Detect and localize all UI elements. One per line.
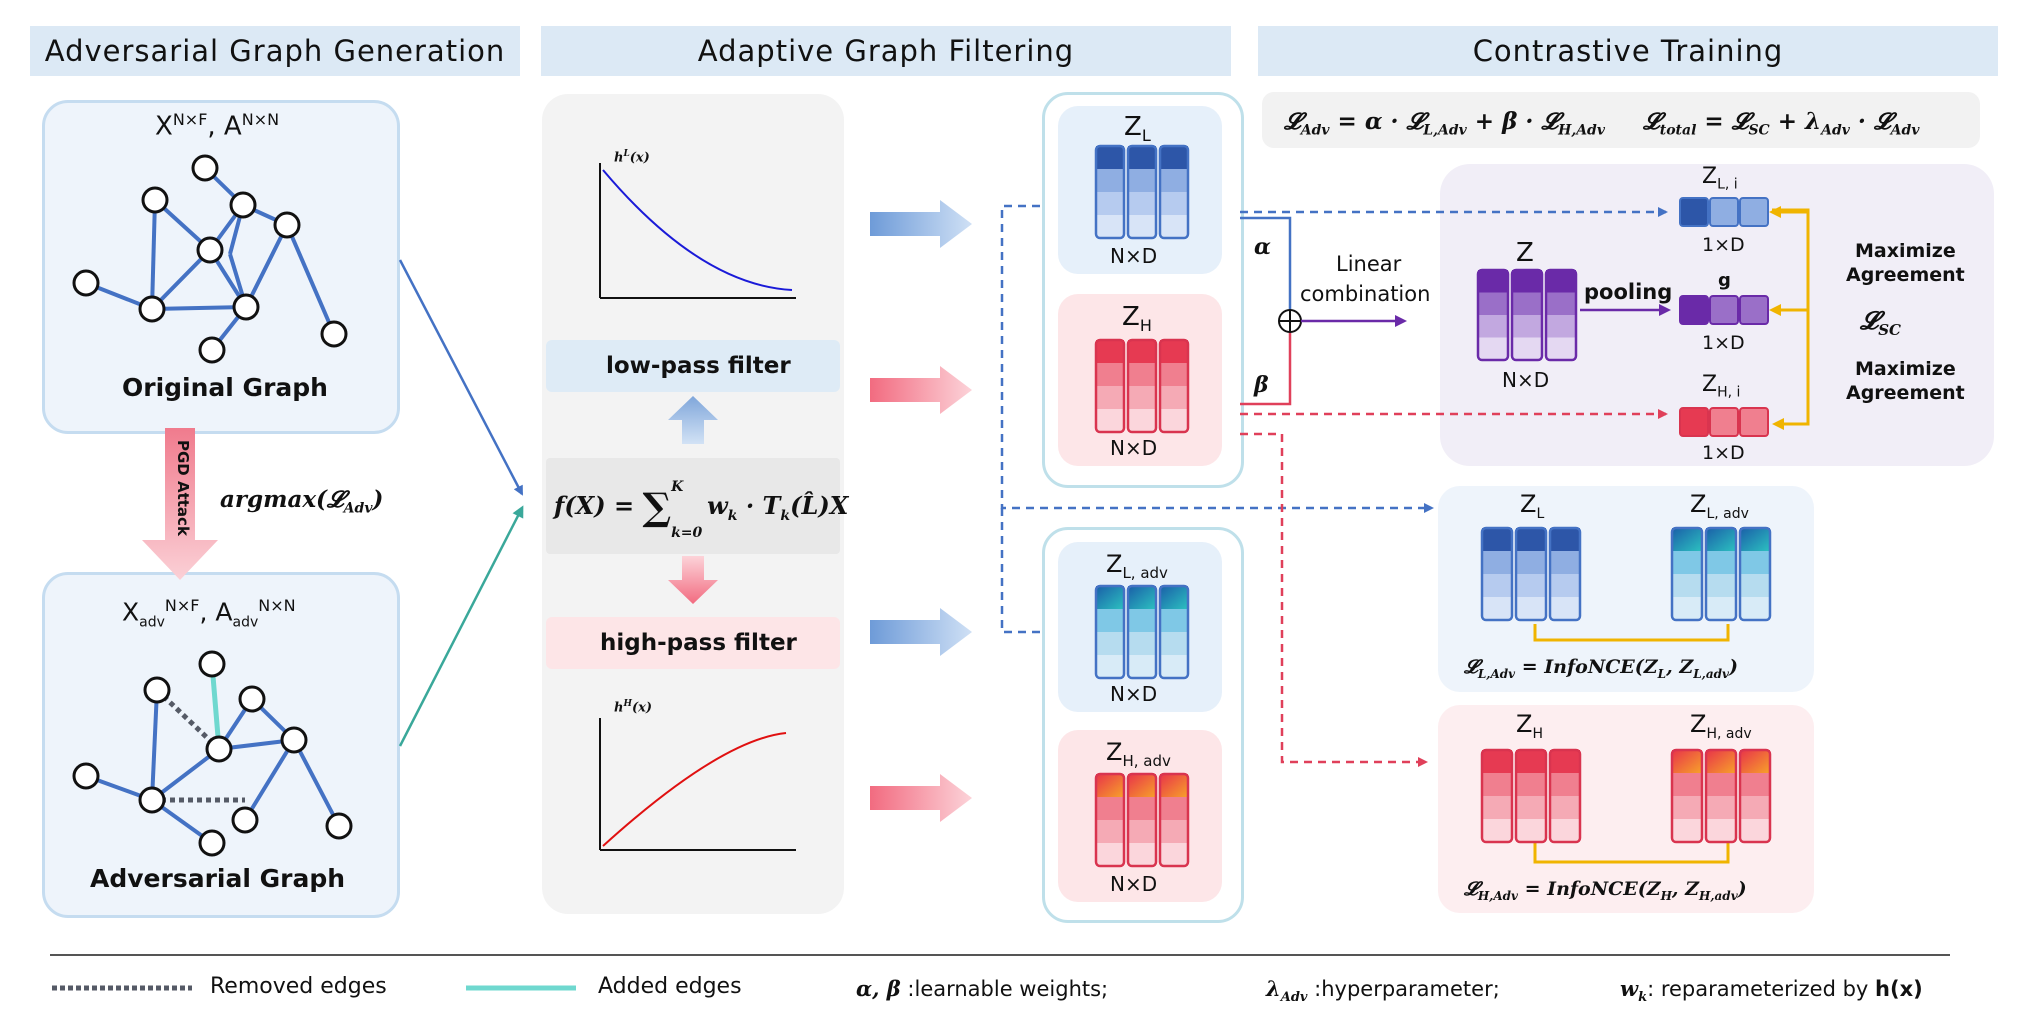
infonce-l-formula: 𝓛L,Adv = InfoNCE(ZL, ZL,adv): [1464, 656, 1738, 681]
agreement-arrows: [1769, 206, 1810, 430]
zh-dim: N×D: [1110, 436, 1158, 460]
adversarial-inputs: XadvN×F, AadvN×N: [122, 596, 296, 631]
adversarial-graph-nodes: [72, 650, 353, 857]
box-zhadv-matrix: [1670, 748, 1772, 844]
original-graph-label: Original Graph: [122, 373, 328, 402]
zh-label: ZH: [1122, 302, 1152, 336]
down-arrow: [668, 556, 718, 604]
zli-dim: 1×D: [1702, 234, 1745, 256]
original-graph-nodes: [72, 154, 348, 364]
adversarial-graph-label: Adversarial Graph: [90, 864, 346, 893]
beta-label: β: [1254, 372, 1269, 398]
legend-added-label: Added edges: [598, 974, 742, 999]
zhadv-dim: N×D: [1110, 872, 1158, 896]
pooling-label: pooling: [1584, 280, 1673, 304]
zhi-label: ZH, i: [1702, 372, 1741, 401]
g-label: g: [1718, 270, 1731, 291]
legend-removed-label: Removed edges: [210, 974, 387, 999]
legend-wk: wk: reparameterized by h(x): [1620, 976, 1923, 1006]
infonce-h-formula: 𝓛H,Adv = InfoNCE(ZH, ZH,adv): [1464, 878, 1747, 903]
added-edge: [209, 663, 222, 750]
arrow-to-zladv: [870, 608, 972, 656]
arrow-to-zl: [870, 200, 972, 248]
loss-formula: 𝓛Adv = α · 𝓛L,Adv + β · 𝓛H,Adv 𝓛total = …: [1284, 108, 1920, 139]
box-zh-matrix: [1480, 748, 1582, 844]
loss-sc-label: 𝓛SC: [1860, 306, 1901, 339]
zhi-vector: [1679, 407, 1769, 437]
linear-label-1: Linear: [1336, 252, 1402, 276]
blue-dashed-connectors: [1000, 204, 1668, 634]
high-pass-box: [546, 617, 840, 669]
linear-label-2: combination: [1300, 282, 1431, 306]
up-arrow: [668, 396, 718, 444]
box-zladv-label: ZL, adv: [1690, 490, 1749, 522]
alpha-label: α: [1254, 234, 1271, 260]
zladv-dim: N×D: [1110, 682, 1158, 706]
low-infonce-link: [1533, 624, 1730, 642]
zhadv-label: ZH, adv: [1106, 738, 1171, 770]
header-adaptive-graph-filtering: Adaptive Graph Filtering: [541, 26, 1231, 76]
red-dashed-connectors: [1240, 409, 1668, 767]
box-zladv-matrix: [1670, 526, 1772, 622]
zh-matrix: [1094, 338, 1190, 434]
arrow-to-zh: [870, 366, 972, 414]
high-pass-plot: [599, 718, 796, 851]
box-zl-label: ZL: [1520, 490, 1545, 522]
original-inputs: XN×F, AN×N: [155, 110, 280, 142]
z-label: Z: [1516, 238, 1534, 268]
argmax-label: argmax(𝓛Adv): [220, 486, 384, 517]
hh-axis-label: hH(x): [614, 699, 653, 716]
box-zl-matrix: [1480, 526, 1582, 622]
original-to-filter-arrow: [398, 259, 524, 496]
pgd-attack-label: PGD Attack: [174, 440, 192, 536]
high-pass-label: high-pass filter: [600, 630, 797, 656]
box-zhadv-label: ZH, adv: [1690, 710, 1752, 742]
z-matrix: [1476, 268, 1578, 362]
loss-formula-panel: [1262, 92, 1980, 148]
hl-axis-label: hL(x): [614, 149, 650, 166]
pgd-attack-arrow: [142, 428, 218, 580]
g-dim: 1×D: [1702, 332, 1745, 354]
zhadv-matrix: [1094, 772, 1190, 868]
arrow-to-zhadv: [870, 774, 972, 822]
legend-lambda: λAdv :hyperparameter;: [1266, 976, 1500, 1006]
adv-to-filter-arrow: [398, 505, 524, 747]
low-pass-plot: [599, 163, 796, 299]
box-zh-label: ZH: [1516, 710, 1543, 742]
zli-label: ZL, i: [1702, 164, 1738, 193]
formula-box: [546, 458, 840, 554]
zli-vector: [1679, 197, 1769, 227]
header-adversarial-graph-generation: Adversarial Graph Generation: [30, 26, 520, 76]
beta-line: [1240, 332, 1292, 406]
low-pass-label: low-pass filter: [606, 353, 791, 379]
zl-label: ZL: [1124, 112, 1151, 146]
zl-dim: N×D: [1110, 244, 1158, 268]
adversarial-graph: [85, 689, 341, 845]
embedding-blocks: [1094, 144, 1772, 868]
zhi-dim: 1×D: [1702, 442, 1745, 464]
header-contrastive-training: Contrastive Training: [1258, 26, 1998, 76]
low-pass-box: [546, 340, 840, 392]
zladv-label: ZL, adv: [1106, 550, 1168, 582]
zladv-matrix: [1094, 584, 1190, 680]
alpha-line: [1240, 216, 1292, 310]
zl-matrix: [1094, 144, 1190, 240]
high-infonce-link: [1533, 842, 1730, 864]
legend-alpha-beta: α, β :learnable weights;: [856, 976, 1109, 1001]
z-dim: N×D: [1502, 368, 1550, 392]
g-vector: [1679, 295, 1769, 325]
